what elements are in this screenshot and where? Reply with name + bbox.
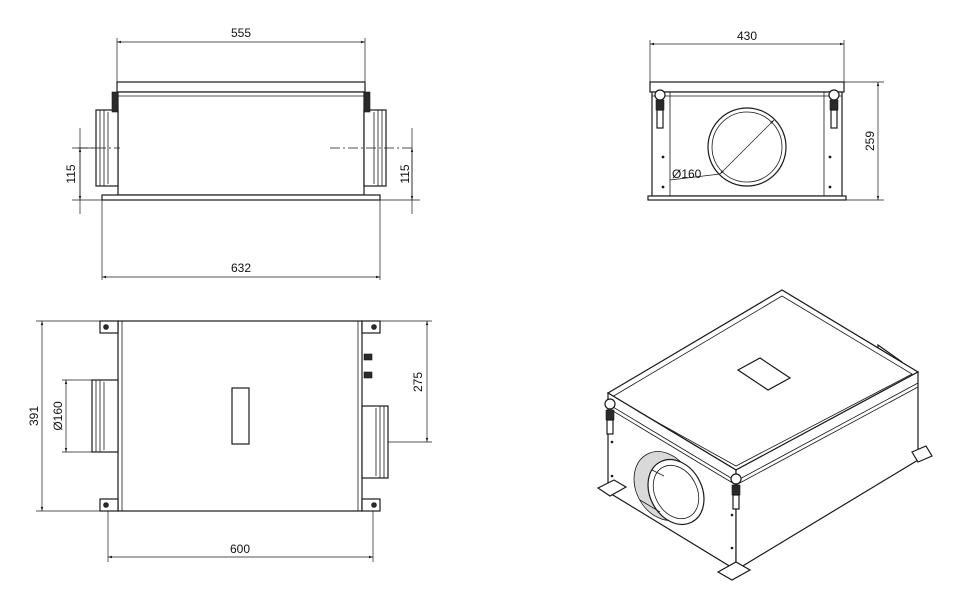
iso-foot-1	[596, 479, 628, 497]
side-view: Ø160 430 259	[647, 29, 884, 201]
latch-right	[363, 91, 371, 113]
front-dim-top: 555	[231, 26, 251, 40]
iso-latch-right	[730, 473, 742, 510]
top-right-spigot	[361, 405, 389, 479]
top-dim-right: 275	[411, 372, 425, 392]
side-dim-diameter: Ø160	[672, 167, 702, 181]
side-dim-right: 259	[863, 131, 877, 151]
isometric-view	[596, 289, 933, 581]
iso-foot-3	[911, 445, 933, 463]
side-latch-left	[654, 89, 666, 129]
label-plate	[231, 387, 250, 445]
side-dim-top: 430	[737, 29, 757, 43]
top-view: 391 Ø160 275 600	[27, 320, 432, 562]
iso-label	[736, 357, 792, 391]
front-dim-right: 115	[398, 164, 412, 183]
top-dim-left: 391	[27, 406, 41, 426]
side-latch-right	[828, 89, 840, 129]
latch-left	[111, 91, 119, 113]
front-view: 555 632 115 115	[64, 26, 420, 280]
iso-latch-left	[604, 398, 616, 435]
iso-front-spigot	[633, 451, 705, 526]
top-left-spigot	[91, 379, 119, 453]
iso-foot-2	[716, 561, 752, 581]
top-dim-left-inner: Ø160	[51, 401, 65, 431]
front-dim-bottom: 632	[231, 261, 251, 275]
top-dim-bottom: 600	[230, 542, 250, 556]
front-dim-left: 115	[64, 164, 78, 183]
